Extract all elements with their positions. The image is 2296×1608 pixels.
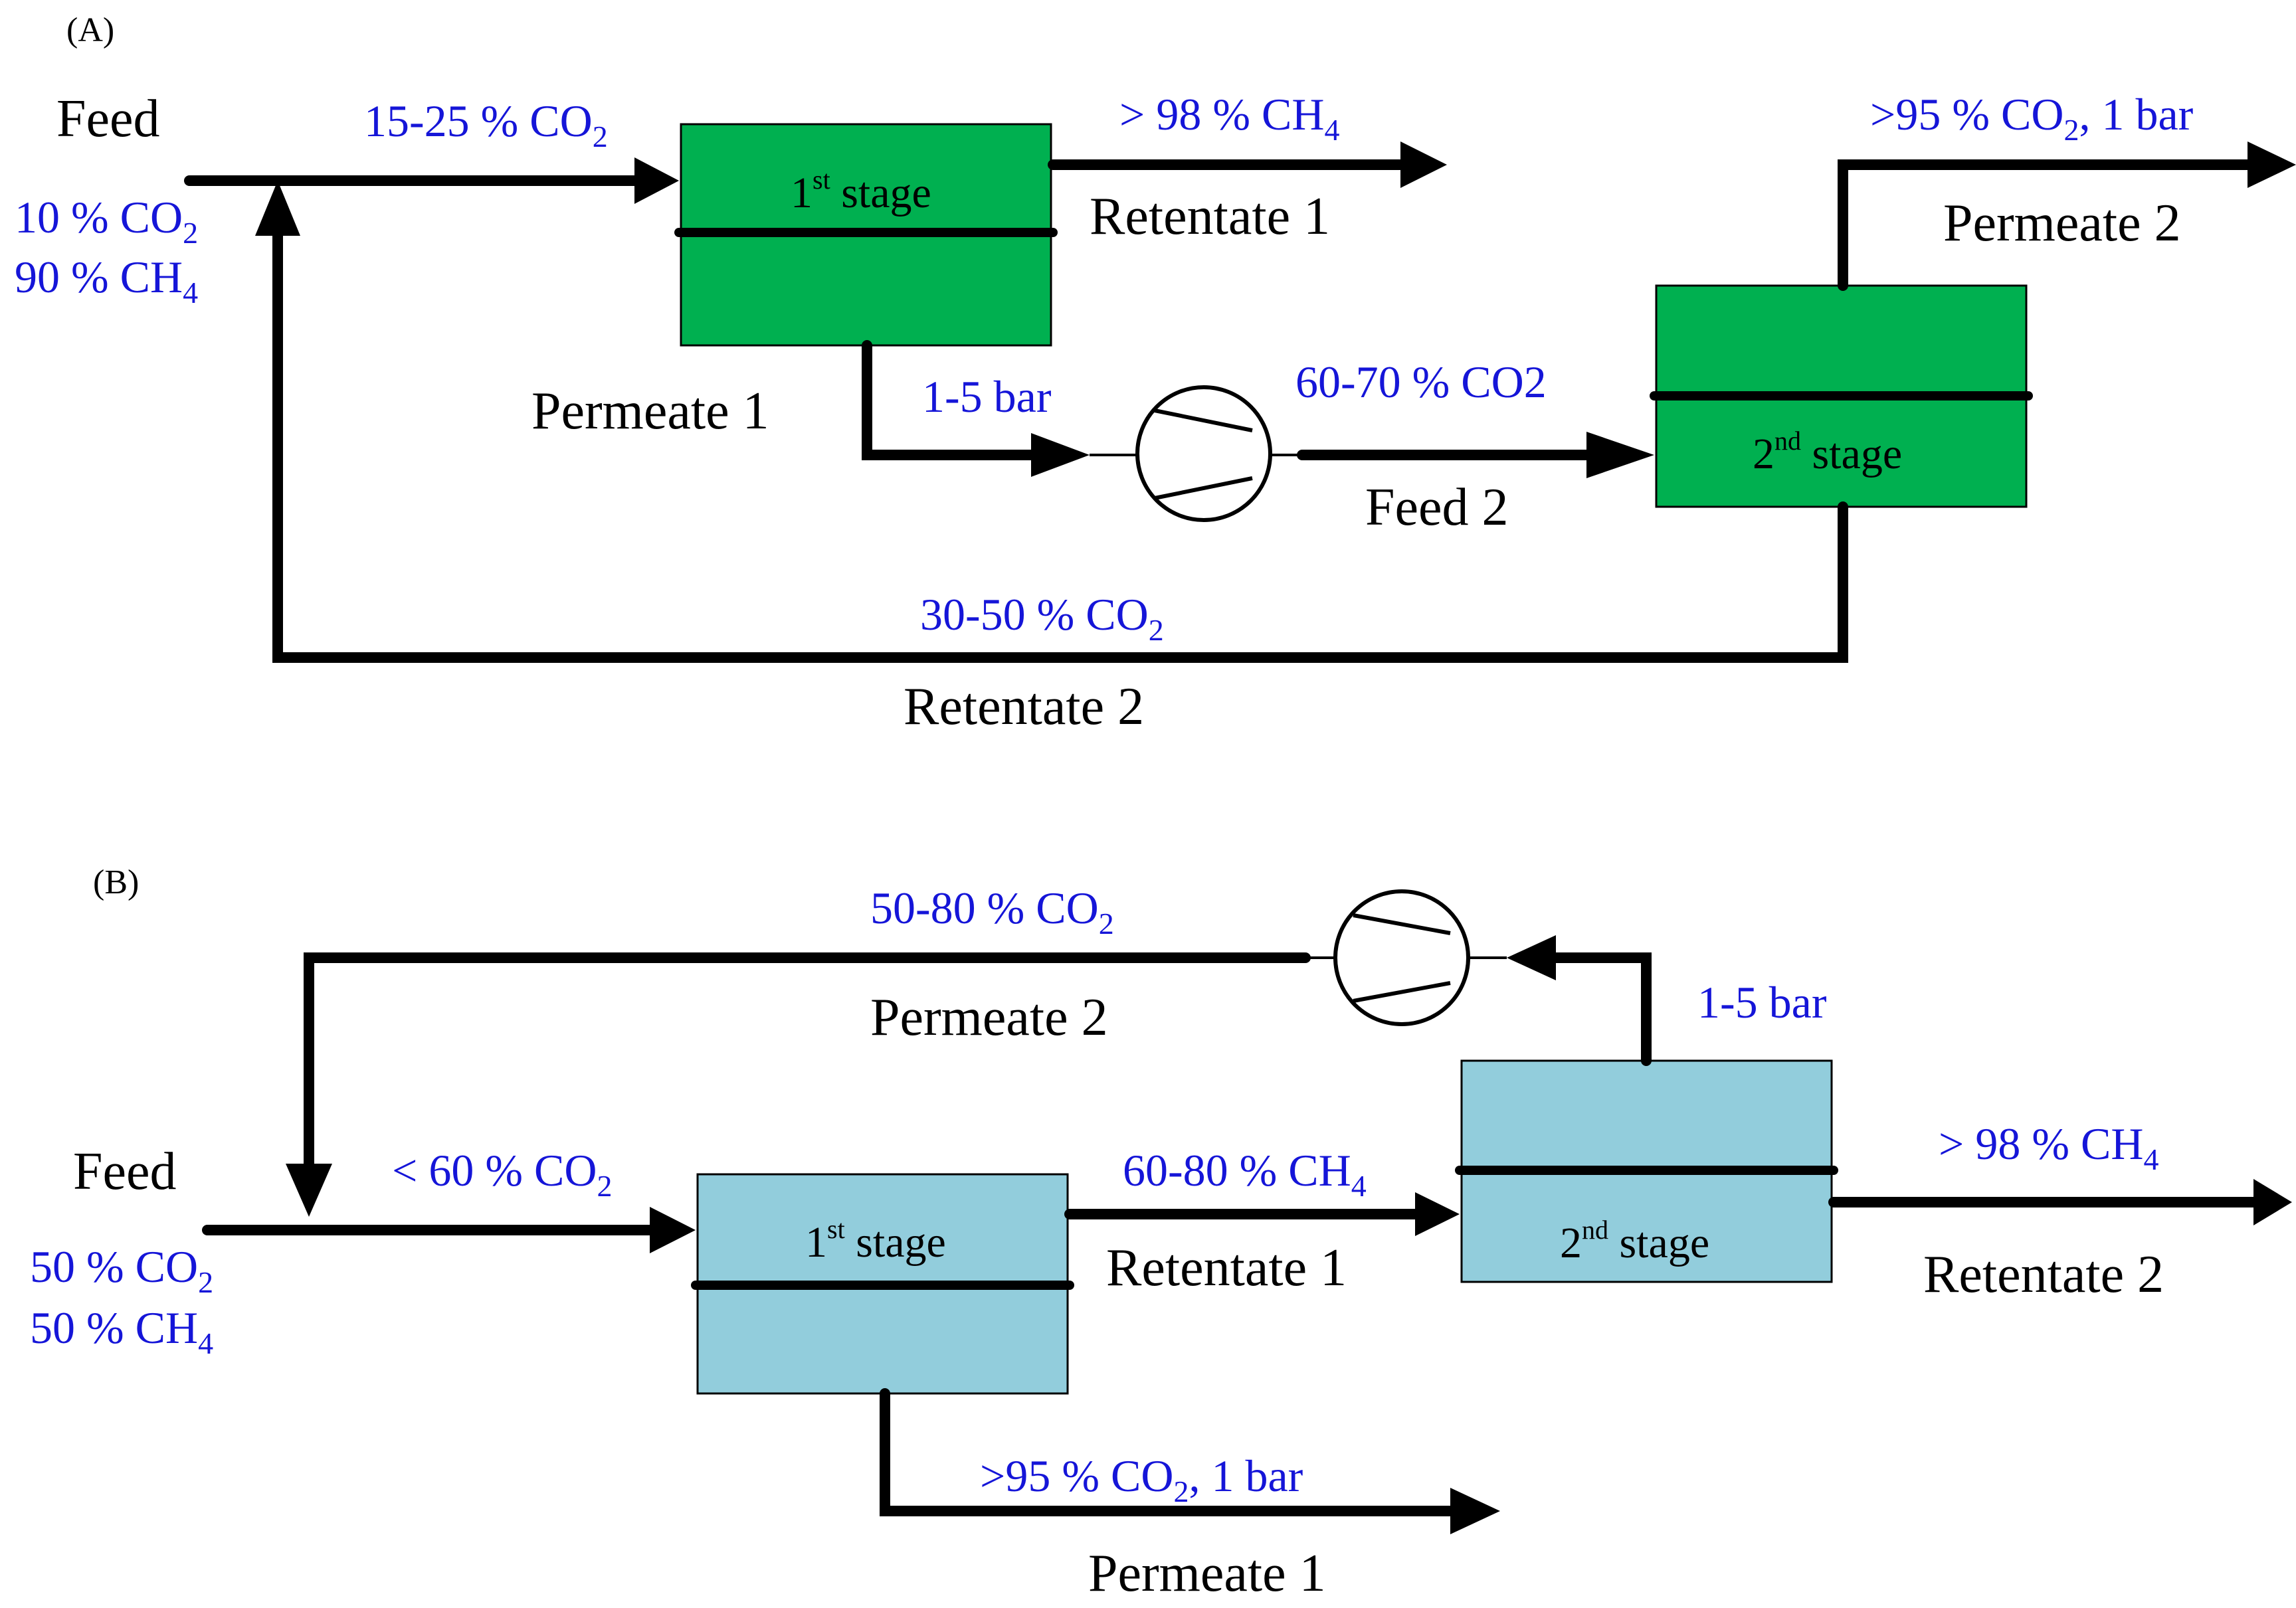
stage-1-label-b: 1st stage	[805, 1214, 946, 1267]
retentate-2-comp-b: > 98 % CH4	[1939, 1118, 2158, 1176]
compressor-icon-b	[1333, 889, 1470, 1026]
retentate-2-label-b: Retentate 2	[1923, 1245, 2164, 1304]
permeate-2-line-a	[1838, 159, 2254, 291]
permeate-2-label-a: Permeate 2	[1943, 194, 2181, 252]
recycle-comp-b: 50-80 % CO2	[870, 883, 1114, 940]
permeate-1-line-b	[880, 1388, 1457, 1516]
arrowhead-recycle-a	[255, 181, 300, 236]
permeate-1-label-a: Permeate 1	[531, 382, 769, 440]
arrowhead-feed-a	[634, 157, 679, 204]
arrowhead-feed-b	[650, 1207, 696, 1253]
retentate-2-recycle-line-a	[272, 227, 1848, 663]
arrowhead-permeate-1-a	[1031, 433, 1090, 477]
retentate-1-label-b: Retentate 1	[1106, 1239, 1347, 1297]
feed-2-comp-a: 60-70 % CO2	[1295, 357, 1547, 407]
permeate-1-pressure-a: 1-5 bar	[922, 371, 1052, 422]
recycle-label-b: Permeate 2	[870, 988, 1108, 1047]
stage-1-label-a: 1st stage	[791, 165, 931, 217]
permeate-2-recycle-line-b	[304, 952, 1311, 1171]
feed-mix-comp-b: < 60 % CO2	[392, 1145, 612, 1203]
retentate-1-comp-b: 60-80 % CH4	[1123, 1145, 1367, 1203]
retentate-1-comp-a: > 98 % CH4	[1119, 89, 1339, 147]
stage-2-label-a: 2nd stage	[1753, 426, 1902, 478]
compressor-icon-a	[1135, 385, 1272, 522]
permeate-2-comp-a: >95 % CO2, 1 bar	[1870, 89, 2194, 147]
feed-comp-co2-b: 50 % CO2	[30, 1241, 213, 1299]
arrowhead-retentate-1-b	[1415, 1192, 1460, 1236]
panel-b: (B) 1st stage 2nd stage	[30, 863, 2292, 1603]
feed-comp-co2-a: 10 % CO2	[15, 192, 198, 250]
arrowhead-recycle-b	[286, 1164, 332, 1217]
panel-a-label: (A)	[66, 11, 114, 49]
panel-a: (A) 1st stage 2nd stage	[15, 11, 2296, 736]
stage-2-label-b: 2nd stage	[1560, 1215, 1709, 1267]
arrowhead-permeate-2-a	[2248, 141, 2296, 188]
feed-title-a: Feed	[56, 90, 160, 148]
retentate-2-label-a: Retentate 2	[904, 677, 1144, 736]
arrowhead-retentate-2-b	[2253, 1179, 2292, 1225]
retentate-2-comp-a: 30-50 % CO2	[920, 589, 1164, 647]
arrowhead-feed-2-a	[1586, 432, 1654, 478]
arrowhead-permeate-2-b	[1507, 935, 1556, 980]
permeate-1-label-b: Permeate 1	[1088, 1544, 1326, 1603]
feed-comp-ch4-a: 90 % CH4	[15, 252, 198, 310]
arrowhead-permeate-1-b	[1450, 1488, 1500, 1534]
panel-b-label: (B)	[93, 863, 139, 901]
permeate-2-line-b	[1549, 952, 1652, 1066]
recycle-pressure-b: 1-5 bar	[1697, 977, 1827, 1027]
retentate-1-label-a: Retentate 1	[1090, 187, 1330, 246]
permeate-1-line-a	[862, 340, 1038, 460]
feed-title-b: Feed	[73, 1142, 177, 1201]
feed-comp-ch4-b: 50 % CH4	[30, 1302, 213, 1360]
feed-2-label-a: Feed 2	[1365, 478, 1509, 537]
arrowhead-retentate-1-a	[1400, 141, 1447, 188]
permeate-1-comp-b: >95 % CO2, 1 bar	[980, 1451, 1303, 1508]
feed-mix-comp-a: 15-25 % CO2	[364, 96, 608, 153]
